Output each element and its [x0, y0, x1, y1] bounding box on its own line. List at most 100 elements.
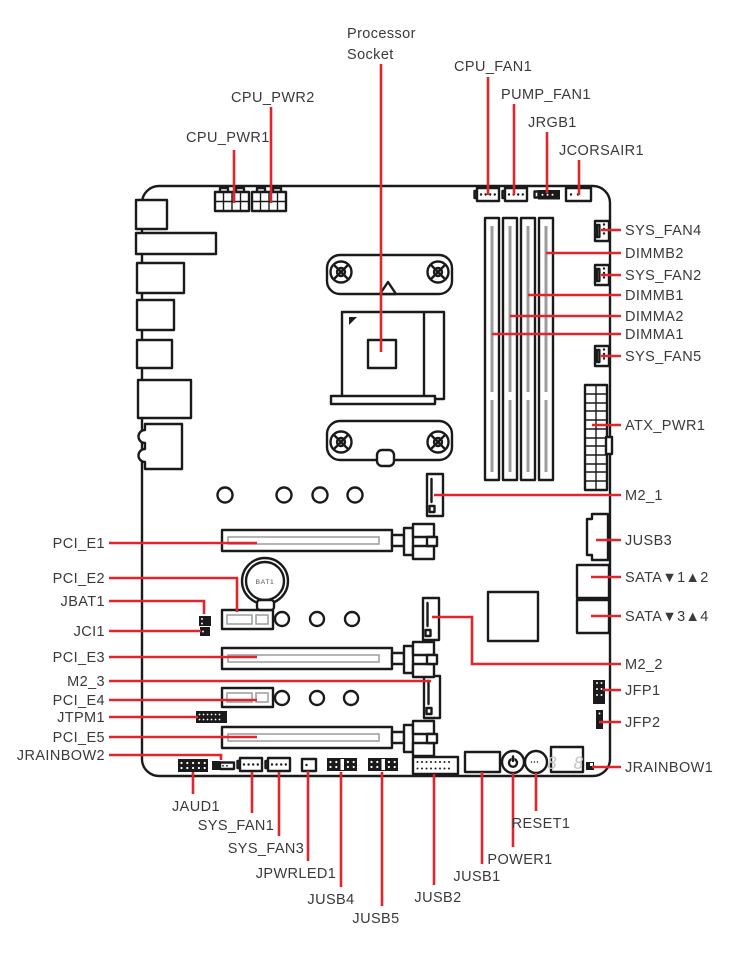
leader-jbat1	[109, 599, 206, 614]
jaud1-header	[176, 757, 210, 774]
debug-led-digits: 8 8	[547, 754, 587, 774]
label-jrainbow1: JRAINBOW1	[625, 760, 713, 776]
io-port	[134, 198, 169, 231]
label-m2-2: M2_2	[625, 657, 663, 673]
io-port	[135, 298, 176, 332]
jfp1-header	[593, 680, 605, 704]
leader-pci-e2	[109, 576, 239, 612]
pin1-triangle-icon	[349, 317, 357, 325]
label-jfp2: JFP2	[625, 715, 660, 731]
jusb4-header	[325, 756, 359, 773]
jusb2-header	[411, 755, 460, 776]
power-icon	[507, 755, 519, 768]
io-port	[135, 261, 186, 295]
label-cpu-pwr1: CPU_PWR1	[186, 130, 270, 146]
label-jaud1: JAUD1	[172, 799, 220, 815]
screw-icon	[329, 260, 353, 284]
cpu-pwr1-connector	[213, 186, 251, 213]
label-jusb4: JUSB4	[307, 892, 354, 908]
jusb5-header	[366, 756, 400, 773]
label-processor-socket-line2: Socket	[347, 47, 394, 63]
label-sys-fan4: SYS_FAN4	[625, 223, 702, 239]
label-dimmb2: DIMMB2	[625, 246, 684, 262]
cpu-pwr2-connector	[250, 186, 288, 213]
leader-lines	[109, 64, 621, 906]
jtpm1-header	[196, 711, 227, 723]
io-port	[134, 231, 218, 256]
pcie-slot-2	[220, 608, 275, 631]
label-jbat1: JBAT1	[61, 594, 105, 610]
label-jusb1: JUSB1	[453, 869, 500, 885]
label-dimma2: DIMMA2	[625, 309, 684, 325]
reset1-button	[523, 749, 549, 775]
rear-io-ports	[134, 198, 218, 471]
jpwrled1-header	[300, 757, 318, 773]
label-jusb5: JUSB5	[352, 911, 399, 927]
label-pump-fan1: PUMP_FAN1	[501, 87, 591, 103]
label-sata-3-4: SATA▼3▲4	[625, 609, 709, 625]
dimm-slot-a2	[501, 216, 519, 482]
label-pci-e1: PCI_E1	[53, 536, 105, 552]
debug-led-display: 8 8	[547, 745, 587, 774]
screw-icon	[329, 430, 353, 454]
audio-io-port	[137, 422, 184, 471]
atx-pwr1-connector	[583, 383, 614, 492]
label-power1: POWER1	[487, 852, 552, 868]
jci1-jumper	[200, 627, 210, 636]
io-port	[135, 338, 174, 370]
label-jci1: JCI1	[74, 624, 105, 640]
jrainbow1-header	[586, 762, 594, 770]
label-pci-e5: PCI_E5	[53, 730, 105, 746]
label-pci-e2: PCI_E2	[53, 571, 105, 587]
leader-jrainbow2	[109, 753, 223, 760]
label-dimmb1: DIMMB1	[625, 288, 684, 304]
label-sys-fan3: SYS_FAN3	[228, 841, 305, 857]
labels: Processor Socket CPU_PWR1 CPU_PWR2 CPU_F…	[17, 26, 713, 927]
dimm-slot-b1	[519, 216, 537, 482]
label-cpu-pwr2: CPU_PWR2	[231, 90, 315, 106]
jrainbow2-header	[212, 761, 236, 771]
label-sys-fan1: SYS_FAN1	[198, 818, 275, 834]
jusb1-connector	[463, 750, 502, 774]
io-port	[136, 378, 193, 420]
label-m2-1: M2_1	[625, 488, 663, 504]
sys-fan1-header	[236, 756, 264, 773]
label-sys-fan2: SYS_FAN2	[625, 268, 702, 284]
dimm-slot-a1	[483, 216, 501, 482]
label-jtpm1: JTPM1	[57, 710, 105, 726]
mounting-holes	[216, 486, 364, 707]
cpu-socket-assembly	[325, 253, 454, 468]
label-cpu-fan1: CPU_FAN1	[454, 59, 532, 75]
screw-icon	[426, 260, 450, 284]
sys-fan3-header	[264, 756, 292, 773]
label-sata-1-2: SATA▼1▲2	[625, 570, 709, 586]
screw-icon	[426, 430, 450, 454]
power1-button	[500, 749, 526, 775]
label-jcorsair1: JCORSAIR1	[559, 143, 644, 159]
m2-slot-2	[421, 596, 441, 642]
jfp2-header	[596, 710, 603, 729]
sata-port-1-2	[575, 563, 611, 600]
label-jpwrled1: JPWRLED1	[256, 866, 337, 882]
label-jusb3: JUSB3	[625, 533, 672, 549]
label-jrgb1: JRGB1	[528, 115, 577, 131]
jbat1-jumper	[199, 616, 211, 626]
label-m2-3: M2_3	[67, 674, 105, 690]
leader-m2-2	[432, 615, 621, 666]
label-pci-e4: PCI_E4	[53, 693, 105, 709]
label-jusb2: JUSB2	[414, 890, 461, 906]
label-atx-pwr1: ATX_PWR1	[625, 418, 705, 434]
battery-label: BAT1	[256, 579, 275, 586]
label-reset1: RESET1	[512, 816, 571, 832]
label-jfp1: JFP1	[625, 683, 660, 699]
label-jrainbow2: JRAINBOW2	[17, 748, 105, 764]
label-dimma1: DIMMA1	[625, 327, 684, 343]
cmos-battery: BAT1	[240, 556, 290, 612]
dimm-slot-b2	[537, 216, 555, 482]
chipset	[486, 590, 540, 643]
jrgb1-header	[533, 190, 560, 200]
pcie-slot-4	[220, 686, 275, 709]
label-processor-socket-line1: Processor	[347, 26, 416, 42]
